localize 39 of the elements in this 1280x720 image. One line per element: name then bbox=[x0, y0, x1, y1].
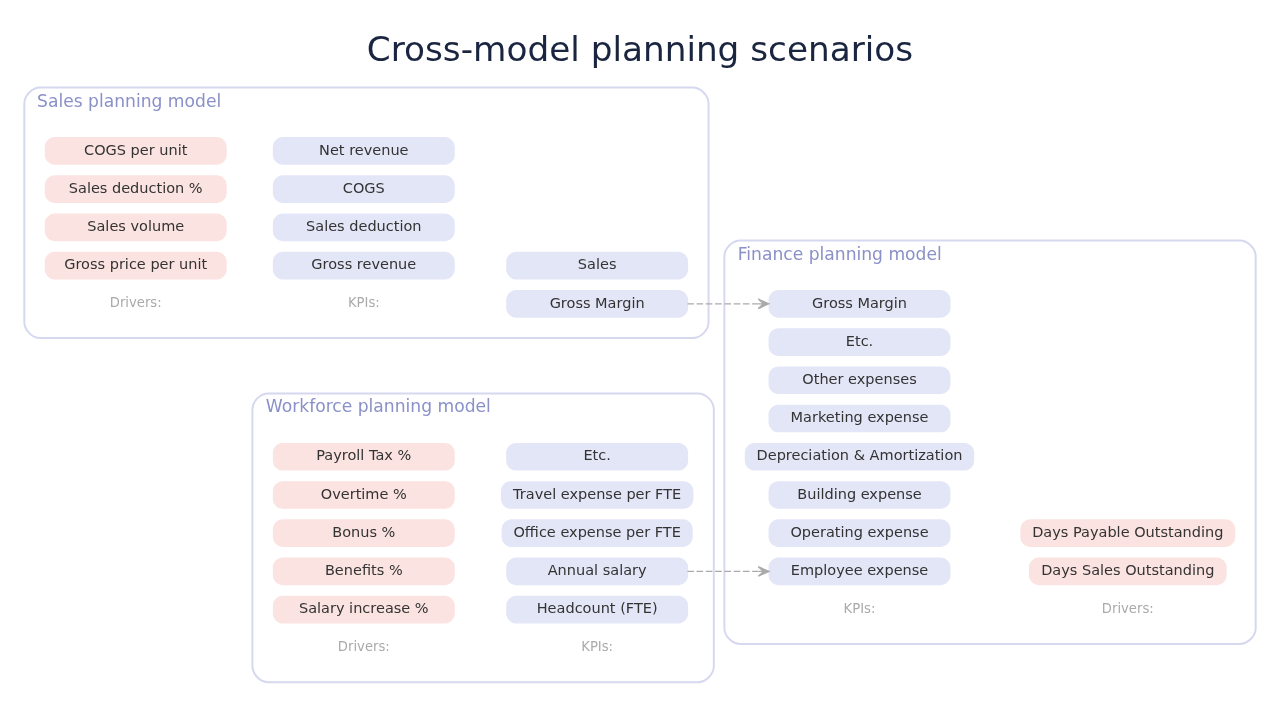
node-box: Gross revenue bbox=[272, 251, 455, 279]
node-box: COGS bbox=[272, 174, 455, 203]
node-box: Etc. bbox=[768, 327, 951, 356]
node-box: Days Sales Outstanding bbox=[1028, 557, 1227, 585]
label: KPIs: bbox=[581, 638, 614, 654]
arrow bbox=[686, 565, 770, 577]
node-box: Days Payable Outstanding bbox=[1020, 518, 1236, 547]
node-box: Headcount (FTE) bbox=[506, 595, 689, 623]
node-box: Sales deduction % bbox=[44, 174, 227, 203]
node-box: Sales deduction bbox=[272, 213, 455, 241]
node-box: Building expense bbox=[768, 480, 951, 509]
node-box: Etc. bbox=[506, 442, 689, 471]
label: Drivers: bbox=[109, 294, 162, 310]
node-box: Net revenue bbox=[272, 136, 455, 165]
label: KPIs: bbox=[347, 294, 380, 310]
node-box: Other expenses bbox=[768, 365, 951, 394]
label: KPIs: bbox=[843, 600, 876, 616]
node-box: Gross Margin bbox=[768, 289, 951, 318]
node-box: Sales bbox=[506, 251, 689, 279]
node-box: COGS per unit bbox=[44, 136, 227, 165]
node-box: Annual salary bbox=[506, 557, 689, 585]
diagram-title: Cross-model planning scenarios bbox=[366, 28, 914, 69]
node-box: Office expense per FTE bbox=[501, 518, 693, 547]
node-box: Bonus % bbox=[272, 518, 455, 547]
node-box: Salary increase % bbox=[272, 595, 455, 623]
node-box: Sales volume bbox=[44, 213, 227, 241]
node-box: Marketing expense bbox=[768, 404, 951, 432]
node-box: Operating expense bbox=[768, 518, 951, 547]
node-box: Payroll Tax % bbox=[272, 442, 455, 471]
node-box: Benefits % bbox=[272, 557, 455, 585]
node-box: Gross Margin bbox=[506, 289, 689, 318]
node-box: Travel expense per FTE bbox=[500, 480, 694, 509]
arrow bbox=[686, 297, 770, 309]
label: Drivers: bbox=[337, 638, 390, 654]
label: Drivers: bbox=[1101, 600, 1154, 616]
node-box: Overtime % bbox=[272, 480, 455, 509]
node-box: Gross price per unit bbox=[44, 251, 227, 279]
node-box: Depreciation & Amortization bbox=[744, 442, 975, 471]
node-box: Employee expense bbox=[768, 557, 951, 585]
